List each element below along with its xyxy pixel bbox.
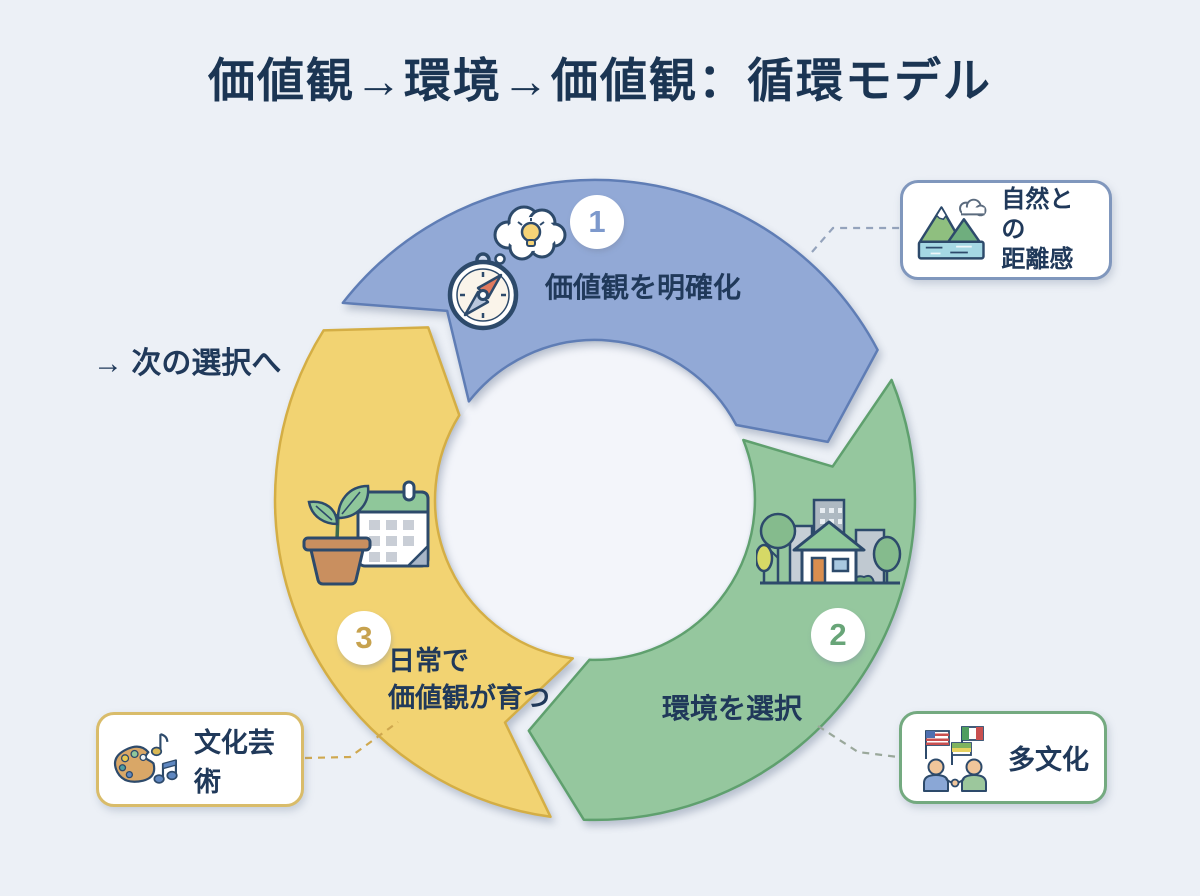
people-handshake: [923, 758, 987, 792]
page-title: 価値観→環境→価値観：循環モデル: [208, 54, 992, 107]
lake-water: [917, 240, 985, 260]
connector-multiculture-dashed-line: [817, 725, 899, 759]
flag-stripes: [925, 729, 950, 759]
step-3-label-line1: 日常で: [388, 646, 469, 676]
callout-culture-arts: 文化芸術: [96, 712, 304, 807]
step-2-label: 環境を選択: [662, 693, 803, 724]
callout-culture-arts-label: 文化芸術: [193, 727, 275, 797]
palette-icon: [113, 745, 156, 783]
segment-1-values-arc: [341, 178, 879, 444]
callout-nature: 自然との 距離感: [900, 180, 1112, 280]
step-1-number-badge: 1: [570, 195, 624, 249]
step-3-label: 日常で 価値観が育つ: [388, 643, 550, 717]
ring-inner-hole: [438, 343, 752, 657]
segment-3-daily-arc: [273, 326, 575, 819]
calendar-icon: [356, 480, 430, 568]
connector-culture-dashed-line: [304, 721, 399, 760]
flag-italy: [961, 725, 984, 755]
callout-nature-label: 自然との 距離感: [1001, 185, 1095, 275]
step-2-number: 2: [829, 617, 847, 652]
flags-handshake-icon: [923, 725, 987, 792]
step-1-label: 価値観を明確化: [545, 272, 742, 303]
cloud: [959, 198, 987, 217]
palette-music-icon: [113, 732, 178, 784]
music-note-gold: [150, 732, 169, 756]
connector-nature-dashed-line: [811, 226, 902, 253]
flag-green-yellow: [951, 741, 972, 765]
loop-next-choice-label: → 次の選択へ: [93, 347, 282, 380]
compass-icon: [447, 252, 519, 331]
step-3-number-badge: 3: [337, 611, 391, 665]
compass-idea-icon: [447, 205, 567, 331]
step-3-number: 3: [355, 620, 373, 655]
snow-cap: [935, 206, 948, 221]
sprout-pot: [302, 484, 372, 586]
step-3-label-line2: 価値観が育つ: [388, 683, 550, 713]
callout-multiculture-label: 多文化: [1008, 745, 1089, 775]
plant-calendar-icon: [302, 480, 430, 586]
music-note-blue: [153, 758, 178, 784]
lightbulb-icon: [517, 218, 545, 247]
step-1-number: 1: [588, 204, 606, 239]
callout-nature-label-line1: 自然との: [1001, 186, 1074, 243]
callout-nature-label-line2: 距離感: [1001, 246, 1074, 273]
mountain-lake-icon: [917, 198, 987, 260]
step-2-number-badge: 2: [811, 608, 865, 662]
segment-2-environment-arc: [527, 378, 917, 822]
callout-multiculture: 多文化: [899, 711, 1107, 804]
home-environment-icon: [756, 498, 902, 585]
